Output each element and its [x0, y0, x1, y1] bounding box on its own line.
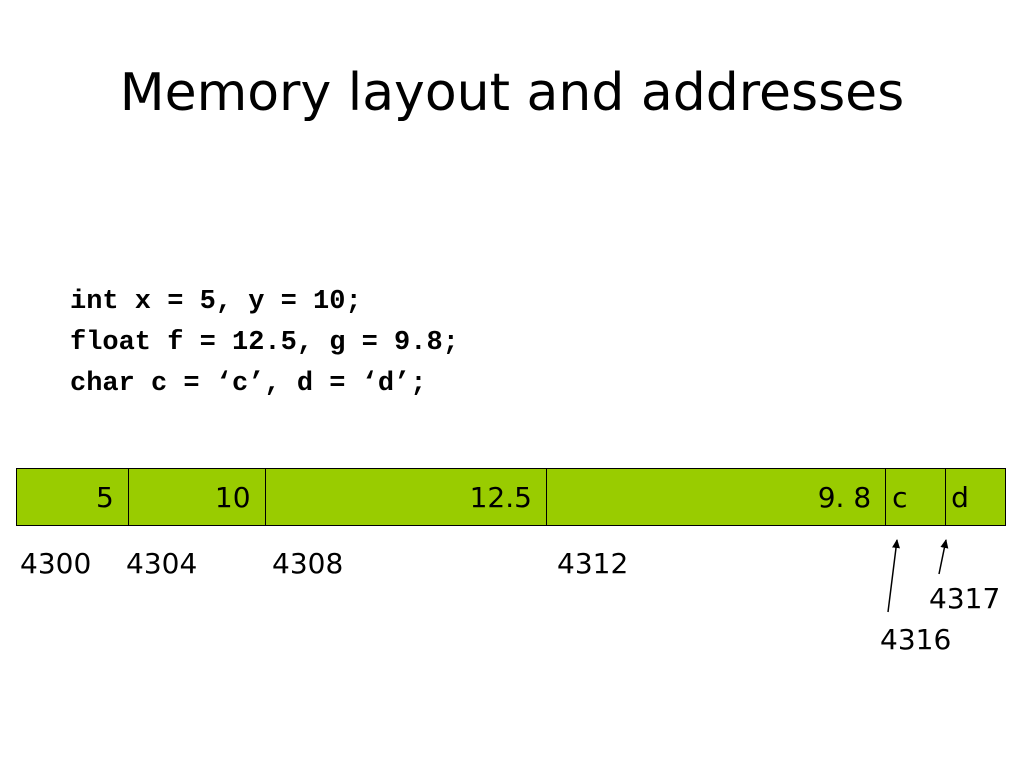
address-label-c: 4316 — [880, 623, 952, 656]
address-label-g: 4312 — [557, 547, 629, 580]
memory-cell-d: d — [951, 480, 969, 514]
memory-cell-f: 12.5 — [266, 469, 547, 525]
memory-cell-g: 9. 8 — [547, 469, 887, 525]
address-label-f: 4308 — [272, 547, 344, 580]
memory-cell-x: 5 — [17, 469, 129, 525]
code-block: int x = 5, y = 10; float f = 12.5, g = 9… — [70, 282, 459, 405]
code-line-char: char c = ‘c’, d = ‘d’; — [70, 369, 427, 399]
memory-cell-y: 10 — [129, 469, 266, 525]
arrow-to-c — [887, 539, 900, 613]
memory-cell-c: c — [886, 469, 947, 525]
address-label-x: 4300 — [20, 547, 92, 580]
address-label-y: 4304 — [126, 547, 198, 580]
arrow-to-d — [938, 539, 949, 575]
code-line-float: float f = 12.5, g = 9.8; — [70, 328, 459, 358]
slide-title: Memory layout and addresses — [119, 63, 905, 123]
address-label-d: 4317 — [929, 582, 1001, 615]
memory-row: 5 10 12.5 9. 8 c d — [16, 468, 1006, 526]
code-line-int: int x = 5, y = 10; — [70, 287, 362, 317]
